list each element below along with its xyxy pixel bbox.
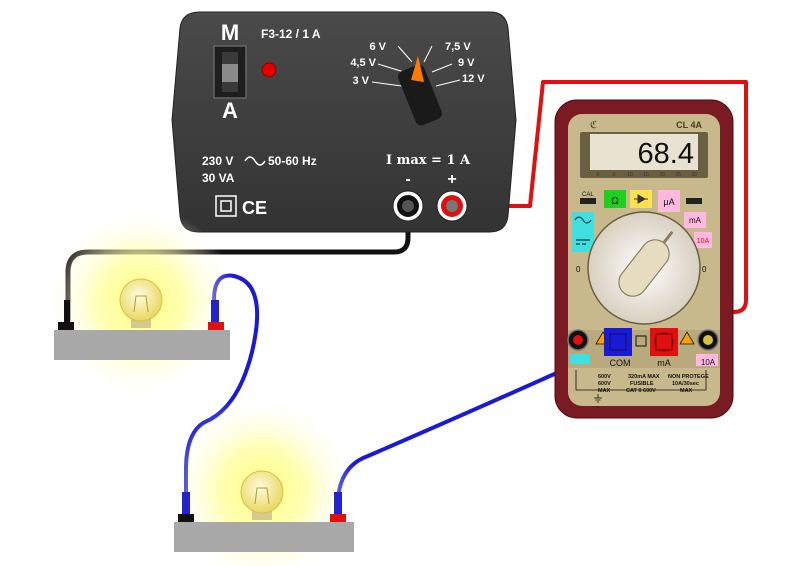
lcd-scale-tick: 10 xyxy=(627,172,633,178)
voltage-7-5v: 7,5 V xyxy=(445,41,471,53)
lcd-scale-tick: 30 xyxy=(691,172,697,178)
voltage-12v: 12 V xyxy=(462,73,485,85)
lcd-reading: 68.4 xyxy=(638,138,694,170)
note-left-2: 600V xyxy=(598,381,611,387)
imax-label: I max = 1 A xyxy=(386,153,471,168)
lamp-1 xyxy=(46,207,236,397)
com-label: COM xyxy=(610,358,631,368)
lcd-scale-tick: 20 xyxy=(659,172,665,178)
model-label: F3-12 / 1 A xyxy=(261,27,321,41)
note-mid-1: 320mA MAX xyxy=(628,374,660,380)
note-right-1: NON PROTEGE xyxy=(668,374,709,380)
voltage-3v: 3 V xyxy=(352,75,369,87)
cal-button[interactable] xyxy=(580,198,596,204)
warning-icon-right xyxy=(679,331,695,345)
plus-label: + xyxy=(447,171,456,188)
ground-icon xyxy=(594,394,602,403)
note-right-2: 10A/30sec xyxy=(672,381,699,387)
dc-voltage-icon xyxy=(576,239,590,245)
brand-label: CL 4A xyxy=(676,120,702,130)
lcd-display xyxy=(590,134,698,170)
mode-ma-label: mA xyxy=(689,216,702,225)
mode-ua-label: μA xyxy=(663,197,674,207)
switch-label-m: M xyxy=(221,20,239,45)
note-left-3: MAX xyxy=(598,388,611,394)
ma-probe-plug xyxy=(655,333,673,351)
note-mid-3: CAT II 600V xyxy=(626,388,656,394)
voltage-6v: 6 V xyxy=(369,41,386,53)
hold-button[interactable] xyxy=(686,198,702,204)
logo-icon: ℭ xyxy=(590,120,597,131)
double-insulation-icon xyxy=(215,195,237,217)
left-zero: 0 xyxy=(576,265,581,274)
multimeter: CL 4A ℭ 68.4 0 5 10 15 20 25 30 CAL Ω μA mA 10… xyxy=(554,99,734,419)
terminal-positive[interactable] xyxy=(436,190,468,222)
com-probe-plug xyxy=(609,333,627,351)
note-left-1: 600V xyxy=(598,374,611,380)
lcd-scale-tick: 25 xyxy=(675,172,681,178)
right-zero: 0 xyxy=(702,265,707,274)
lcd-scale-tick: 5 xyxy=(613,172,616,178)
terminal-vohm[interactable] xyxy=(567,329,590,364)
a10-terminal-label: 10A xyxy=(701,358,716,367)
voltage-selector[interactable] xyxy=(371,45,461,127)
lcd-scale-tick: 0 xyxy=(597,172,600,178)
ma-terminal-label: mA xyxy=(657,358,671,368)
bulb-1 xyxy=(119,278,163,328)
pilot-light xyxy=(261,62,277,78)
ac-symbol-icon xyxy=(244,156,266,166)
ac-voltage-icon xyxy=(574,216,592,224)
mode-ohm-label: Ω xyxy=(611,196,619,207)
note-right-3: MAX xyxy=(680,388,693,394)
switch-label-a: A xyxy=(222,98,238,123)
note-mid-2: FUSIBLE xyxy=(630,381,654,387)
diode-icon xyxy=(634,194,648,204)
ce-mark: CE xyxy=(242,198,267,218)
lcd-scale-tick: 15 xyxy=(643,172,649,178)
lamp-2 xyxy=(167,395,357,566)
terminal-10a[interactable] xyxy=(696,329,719,366)
mains-voltage: 230 V xyxy=(202,154,233,168)
bulb-2 xyxy=(240,470,284,520)
minus-label: - xyxy=(405,171,410,188)
rotary-selector[interactable] xyxy=(587,211,701,325)
cal-label: CAL xyxy=(582,192,594,198)
fuse-icon xyxy=(635,335,647,347)
voltage-4-5v: 4,5 V xyxy=(350,57,376,69)
mode-10a-label: 10A xyxy=(697,238,710,245)
terminal-negative[interactable] xyxy=(392,190,424,222)
mains-frequency: 50-60 Hz xyxy=(268,154,317,168)
power-supply: M A F3-12 / 1 A 6 V 4,5 V 3 V 7,5 V 9 V … xyxy=(171,11,517,233)
power-rating: 30 VA xyxy=(202,171,235,185)
lcd-scale: 0 5 10 15 20 25 30 xyxy=(597,172,697,178)
voltage-9v: 9 V xyxy=(458,57,475,69)
